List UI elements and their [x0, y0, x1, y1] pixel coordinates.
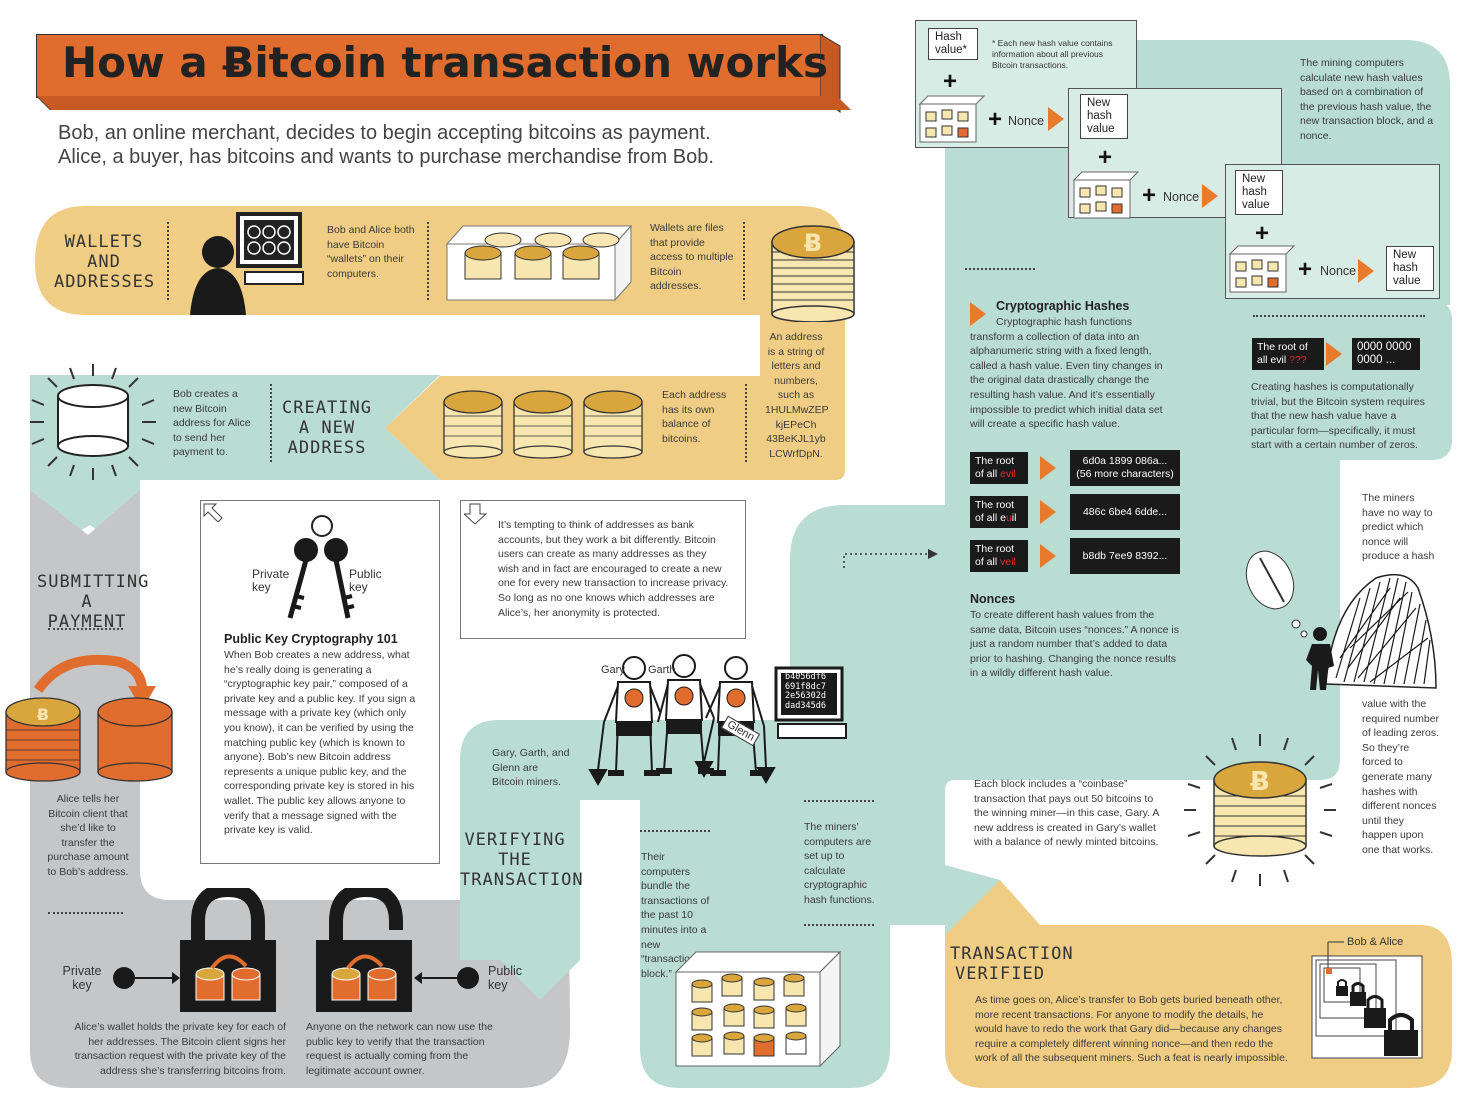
transaction-block-icon [674, 950, 842, 1068]
tempting-arrow-icon [464, 503, 488, 525]
address-text: An address is a string of letters and nu… [765, 331, 829, 460]
hash-output-box: 486c 6be4 6dde... [1070, 494, 1180, 530]
coinbase-coin-icon: Ƀ [1184, 734, 1336, 886]
title-banner-side [820, 34, 841, 114]
creating-text: Bob creates a new Bitcoin address for Al… [173, 388, 251, 459]
pkc-private-key: Private key [252, 567, 290, 594]
zeros-text: Creating hashes is computationally trivi… [1251, 381, 1425, 452]
block-icon-1 [918, 95, 986, 143]
intro-line-1: Bob, an online merchant, decides to begi… [58, 122, 711, 144]
mining-text: The mining computers calculate new hash … [1300, 57, 1434, 142]
pkc-box [200, 500, 440, 864]
new-address-glow-icon [30, 364, 156, 480]
svg-text:Ƀ: Ƀ [804, 229, 822, 257]
new-hash-box-1: New hash value [1080, 94, 1128, 139]
svg-text:Ƀ: Ƀ [37, 705, 49, 724]
arrow-icon [1326, 342, 1342, 366]
bundle-text: Their computers bundle the transactions … [641, 851, 710, 980]
arrow-icon [1358, 259, 1374, 283]
plus-icon: + [988, 106, 1003, 133]
plus-icon: + [1142, 182, 1157, 209]
submitting-public-key: Public key [488, 964, 523, 992]
hash-output-box: b8db 7ee9 8392... [1070, 538, 1180, 574]
balance-text: Each address has its own balance of bitc… [662, 389, 727, 445]
page-title: How a Ƀitcoin transaction works [62, 38, 828, 87]
nonces-heading: Nonces [970, 592, 1016, 606]
svg-text:Ƀ: Ƀ [1250, 767, 1270, 797]
private-key-lock-icon [113, 888, 276, 1012]
miner-garth: Garth [648, 664, 676, 676]
arrow-icon [1040, 456, 1056, 480]
pkc-body: When Bob creates a new address, what he’… [224, 649, 416, 837]
crypto-heading: Cryptographic Hashes [996, 299, 1130, 313]
plus-icon: + [1255, 220, 1270, 247]
verified-text: As time goes on, Alice’s transfer to Bob… [975, 994, 1288, 1065]
submitting-network-text: Anyone on the network can now use the pu… [306, 1021, 493, 1077]
miners-way-text: The miners have no way to predict which … [1362, 492, 1435, 563]
pkc-heading: Public Key Cryptography 101 [224, 632, 398, 646]
miners-way-text-2: value with the required number of leadin… [1362, 698, 1440, 856]
miner-gary: Gary [601, 664, 625, 676]
plus-icon: + [1098, 144, 1113, 171]
submitting-wallet-text: Alice’s wallet holds the private key for… [74, 1021, 286, 1077]
crypto-body: Cryptographic hash functions transform a… [970, 316, 1163, 431]
nonces-body: To create different hash values from the… [970, 609, 1179, 680]
plus-icon: + [943, 68, 958, 95]
wallets-text-1: Bob and Alice both have Bitcoin “wallets… [327, 224, 415, 280]
address-coin-stacks-icon [443, 390, 643, 459]
nonce-label-2: Nonce [1163, 190, 1200, 204]
dotted-arrow-icon [843, 549, 938, 568]
submitting-text: Alice tells her Bitcoin client that she’… [47, 793, 129, 878]
arrow-icon [1048, 107, 1064, 131]
keys-icon [287, 515, 355, 619]
submitting-private-key: Private key [62, 964, 102, 992]
tempting-box [460, 500, 746, 639]
plus-icon: + [1298, 256, 1313, 283]
intro-line-2: Alice, a buyer, has bitcoins and wants t… [58, 146, 714, 168]
computers-text: The miners’ computers are set up to calc… [804, 821, 875, 906]
arrow-icon [1202, 184, 1218, 208]
wallets-text-2: Wallets are files that provide access to… [650, 222, 734, 293]
pkc-arrow-icon [203, 503, 223, 522]
haystack-icon [1245, 550, 1437, 690]
arrow-icon [1040, 500, 1056, 524]
hash-value-box: Hash value* [928, 28, 978, 60]
title-banner-bottom [36, 96, 851, 110]
pkc-public-key: Public key [349, 567, 382, 594]
nonce-label-1: Nonce [1008, 114, 1045, 128]
stacked-blocks-lock-icon [1311, 941, 1423, 1059]
verifying-miners-text: Gary, Garth, and Glenn are Bitcoin miner… [492, 747, 570, 789]
bob-alice-label: Bob & Alice [1347, 936, 1404, 948]
crypto-arrow-icon [970, 302, 986, 326]
public-key-lock-icon [316, 888, 479, 1012]
block-icon-2 [1072, 171, 1140, 219]
root-of-evil-box: The root of all evil ??? [1252, 338, 1324, 370]
arrow-icon [1040, 544, 1056, 568]
miners-computer-icon [774, 666, 847, 739]
nonce-label-3: Nonce [1320, 264, 1357, 278]
new-hash-box-2: New hash value [1235, 170, 1283, 215]
coinbase-text: Each block includes a “coinbase” transac… [974, 778, 1159, 849]
new-hash-box-3: New hash value [1386, 246, 1434, 291]
bitcoin-stack-icon: Ƀ [771, 225, 855, 322]
wallet-box-coins-icon [445, 224, 633, 302]
hash-footnote: * Each new hash value contains informati… [992, 38, 1113, 70]
person-computer-icon [190, 212, 304, 315]
hash-output-box: 6d0a 1899 086a... (56 more characters) [1070, 450, 1180, 486]
tempting-text: It’s tempting to think of addresses as b… [498, 519, 729, 619]
transfer-coins-icon: Ƀ [5, 654, 173, 782]
block-icon-3 [1228, 245, 1296, 293]
